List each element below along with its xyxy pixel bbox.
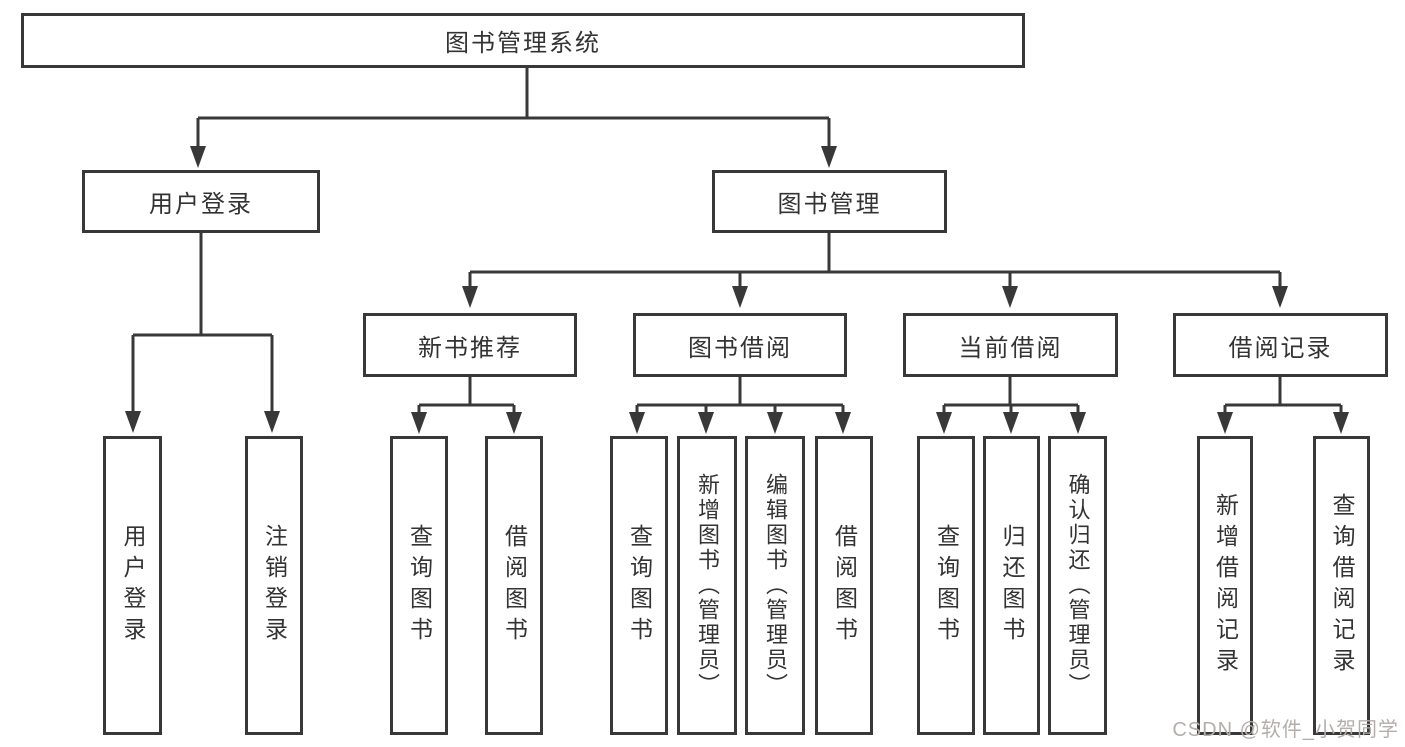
connector-records-to-leaves [1223,377,1343,413]
leaf-return-books-label: 归还图书 [999,523,1025,648]
connector-root-to-level2 [196,68,831,147]
csdn-watermark: CSDN @软件_小贺同学 [1172,719,1399,741]
arrowhead [506,412,522,434]
arrowhead [629,412,645,434]
node-library-system-label: 图书管理系统 [445,30,601,57]
leaf-user-login-label: 用户登录 [120,523,146,648]
arrowhead [411,412,427,434]
leaf-query-books-borrow: 查询图书 [610,436,668,735]
arrowheads [125,146,1349,434]
leaf-query-borrow-record-label: 查询借阅记录 [1329,492,1355,679]
leaf-borrow-books-recommend: 借阅图书 [485,436,543,735]
node-user-login: 用户登录 [82,170,320,233]
arrowhead [1333,412,1349,434]
leaf-borrow-books-label: 借阅图书 [831,523,858,648]
node-book-management: 图书管理 [712,170,947,233]
connector-newbooks-to-leaves [417,377,516,413]
node-library-system: 图书管理系统 [21,13,1025,68]
connector-paths [131,68,1343,413]
arrowhead [1003,412,1019,434]
connector-bookmgmt-to-level3 [468,233,1282,287]
arrowhead [1217,412,1233,434]
leaf-confirm-return-admin-label: 确认归还（管理员） [1065,473,1091,698]
leaf-query-books-recommend-label: 查询图书 [406,523,433,648]
node-new-book-recommend-label: 新书推荐 [418,334,522,362]
connector-curborrow-to-leaves [942,377,1080,413]
arrowhead [821,146,837,168]
leaf-logout-label: 注销登录 [261,523,288,648]
leaf-borrow-books-recommend-label: 借阅图书 [501,523,528,648]
arrowhead [1070,412,1086,434]
arrowhead [462,286,478,308]
arrowhead [835,412,851,434]
node-book-borrow-label: 图书借阅 [688,334,792,362]
node-current-borrow: 当前借阅 [903,313,1118,377]
leaf-confirm-return-admin: 确认归还（管理员） [1048,436,1107,735]
arrowhead [936,412,952,434]
node-user-login-label: 用户登录 [149,191,253,218]
node-borrow-records: 借阅记录 [1173,313,1388,377]
leaf-return-books: 归还图书 [983,436,1040,735]
node-current-borrow-label: 当前借阅 [958,334,1063,362]
arrowhead [732,286,748,308]
leaf-query-books-recommend: 查询图书 [390,436,448,735]
leaf-edit-books-admin: 编辑图书（管理员） [745,436,805,735]
arrowhead [767,412,783,434]
connector-bookborrow-to-leaves [635,377,845,413]
leaf-add-books-admin: 新增图书（管理员） [677,436,737,735]
node-book-management-label: 图书管理 [777,191,882,218]
arrowhead [1272,286,1288,308]
leaf-user-login: 用户登录 [103,436,162,735]
leaf-query-books-current: 查询图书 [917,436,975,735]
leaf-add-borrow-record-label: 新增借阅记录 [1212,492,1239,679]
leaf-borrow-books: 借阅图书 [815,436,873,735]
connector-userlogin-to-leaves [131,233,274,413]
node-book-borrow: 图书借阅 [633,313,847,377]
leaf-logout: 注销登录 [245,436,303,735]
arrowhead [698,412,714,434]
arrowhead [1002,286,1018,308]
arrowhead [190,146,206,168]
leaf-add-borrow-record: 新增借阅记录 [1197,436,1253,735]
arrowhead [264,411,280,433]
node-new-book-recommend: 新书推荐 [363,313,577,377]
leaf-add-books-admin-label: 新增图书（管理员） [695,473,720,698]
leaf-query-books-borrow-label: 查询图书 [626,523,653,648]
leaf-query-borrow-record: 查询借阅记录 [1313,436,1370,735]
arrowhead [125,411,141,433]
leaf-query-books-current-label: 查询图书 [933,523,960,648]
leaf-edit-books-admin-label: 编辑图书（管理员） [763,473,788,698]
node-borrow-records-label: 借阅记录 [1228,334,1333,362]
